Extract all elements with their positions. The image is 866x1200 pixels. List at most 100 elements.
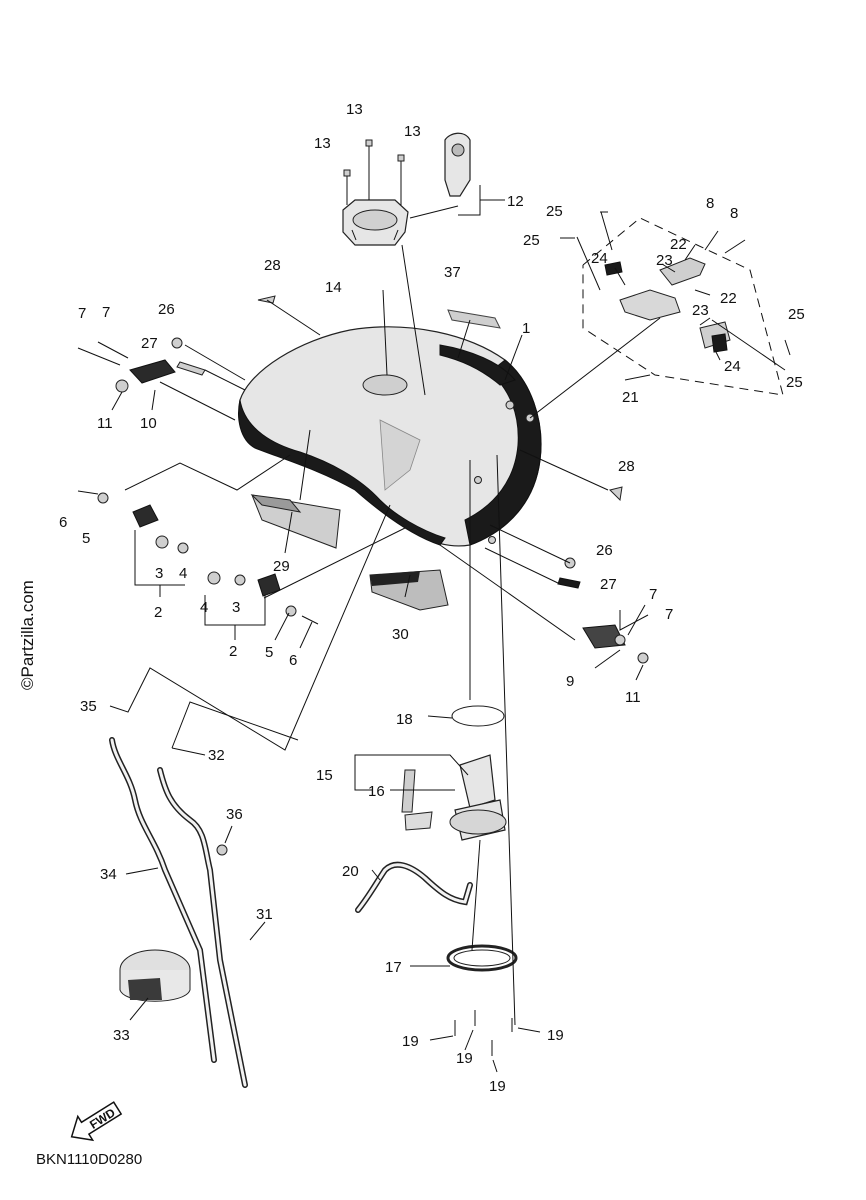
callout-28: 28 [618,458,635,475]
collar[interactable] [97,492,109,504]
callout-9: 9 [566,673,574,690]
fuel-filter[interactable] [401,769,433,831]
callout-5: 5 [265,644,273,661]
callout-8: 8 [730,205,738,222]
callout-11: 11 [625,689,641,706]
key-lock-set[interactable] [444,132,471,197]
callout-7: 7 [649,586,657,603]
tank-pad-front[interactable] [250,494,341,549]
breather-hose[interactable] [157,767,248,1088]
callout-13: 13 [346,101,363,118]
bolt[interactable] [97,341,129,359]
callout-21: 21 [622,389,639,406]
grommet[interactable] [257,295,276,304]
document-code: BKN1110D0280 [36,1151,143,1168]
callout-11: 11 [97,415,113,432]
callout-14: 14 [325,279,342,296]
callout-36: 36 [226,806,243,823]
callout-10: 10 [140,415,157,432]
callout-3: 3 [155,565,163,582]
callout-27: 27 [600,576,617,593]
bolt[interactable] [576,236,601,291]
callout-26: 26 [158,301,175,318]
bracket-right[interactable] [582,624,626,649]
leader-lines [109,185,791,1073]
callout-35: 35 [80,698,97,715]
callout-31: 31 [256,906,273,923]
cap-bolt[interactable] [397,154,405,205]
watermark: ©Partzilla.com [18,580,37,690]
bolt[interactable] [301,615,319,625]
callout-33: 33 [113,1027,130,1044]
callout-25: 25 [546,203,563,220]
callout-5: 5 [82,530,90,547]
callout-37: 37 [444,264,461,281]
damper[interactable] [171,337,183,349]
callout-23: 23 [692,302,709,319]
callout-4: 4 [179,565,187,582]
fuel-tank[interactable] [238,326,542,547]
callout-1: 1 [522,320,530,337]
callout-30: 30 [392,626,409,643]
grommet-set[interactable] [132,504,189,554]
callout-28: 28 [264,257,281,274]
callout-24: 24 [724,358,741,375]
callout-15: 15 [316,767,333,784]
callout-19: 19 [547,1027,564,1044]
washer[interactable] [637,652,649,664]
callout-29: 29 [273,558,290,575]
callout-24: 24 [591,250,608,267]
grommet[interactable] [609,486,623,502]
callout-22: 22 [670,236,687,253]
hose-clip[interactable] [216,844,228,856]
bolt[interactable] [600,211,613,251]
callout-12: 12 [507,193,524,210]
callout-8: 8 [706,195,714,212]
bolt[interactable] [77,490,99,495]
callout-17: 17 [385,959,402,976]
callout-27: 27 [141,335,158,352]
callout-26: 26 [596,542,613,559]
callout-7: 7 [78,305,86,322]
callout-19: 19 [489,1078,506,1095]
callout-13: 13 [404,123,421,140]
clip[interactable] [557,577,581,589]
callout-7: 7 [665,606,673,623]
cap-bolt[interactable] [365,139,373,200]
fuel-pump[interactable] [449,754,507,841]
callout-2: 2 [229,643,237,660]
bolt[interactable] [77,347,121,366]
tank-pad-rear[interactable] [369,569,449,611]
pump-retainer-ring[interactable] [446,944,518,972]
fwd-arrow: FWD [70,1101,123,1142]
bracket-left[interactable] [115,359,176,393]
bracket-assembly-right[interactable] [604,257,731,353]
callout-32: 32 [208,747,225,764]
bolt[interactable] [724,239,746,254]
fuel-hose[interactable] [355,861,473,913]
callout-6: 6 [289,652,297,669]
clip[interactable] [176,361,206,376]
callout-4: 4 [200,599,208,616]
callout-19: 19 [456,1050,473,1067]
pump-gasket[interactable] [451,705,505,727]
cap-bolt[interactable] [343,169,351,205]
callout-7: 7 [102,304,110,321]
callout-25: 25 [523,232,540,249]
emblem[interactable] [447,309,501,329]
callout-23: 23 [656,252,673,269]
callout-25: 25 [788,306,805,323]
callout-20: 20 [342,863,359,880]
callout-13: 13 [314,135,331,152]
callout-3: 3 [232,599,240,616]
grommet-set[interactable] [207,571,281,597]
fuel-cap-assembly[interactable] [342,199,409,246]
collar[interactable] [285,605,297,617]
callout-22: 22 [720,290,737,307]
bolt[interactable] [704,230,719,251]
callout-16: 16 [368,783,385,800]
overflow-hose[interactable] [109,737,217,1063]
drain-canister[interactable] [119,949,191,1002]
callout-2: 2 [154,604,162,621]
